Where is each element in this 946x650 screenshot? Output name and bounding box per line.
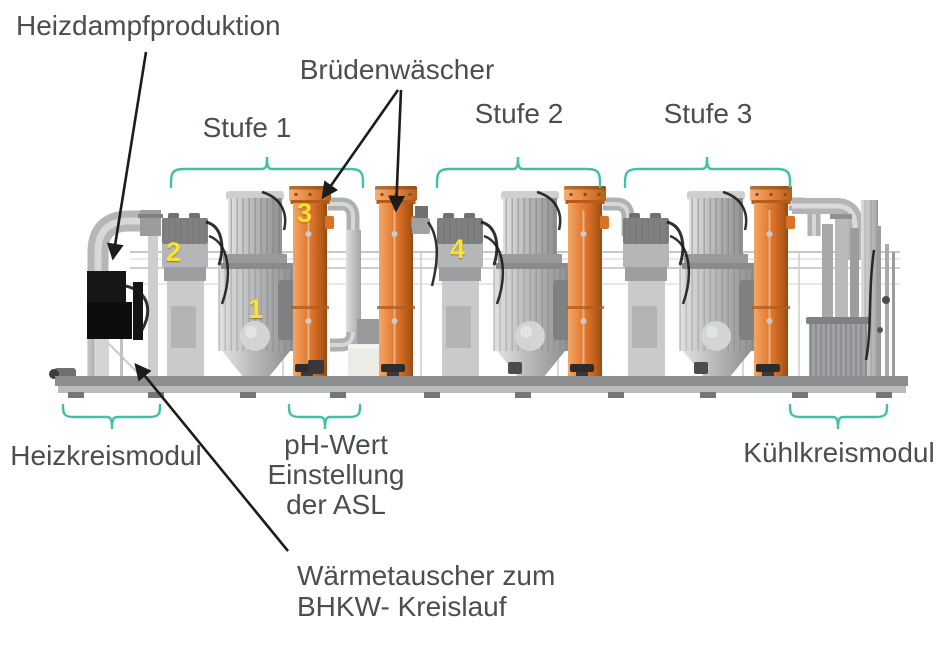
arrow-bruedenwaescher-2: [388, 89, 406, 213]
label-waermetauscher-line1: Wärmetauscher zum: [297, 560, 556, 591]
stage-2-equipment: [437, 186, 628, 383]
label-stufe-3: Stufe 3: [663, 98, 753, 129]
label-ph-einstellung: pH-Wert Einstellung der ASL: [236, 430, 436, 520]
callout-arrows: [106, 51, 406, 552]
vapour-scrubber-2: [375, 186, 439, 377]
label-ph-line1: pH-Wert: [284, 429, 388, 460]
label-heizdampfproduktion: Heizdampfproduktion: [16, 10, 281, 41]
label-heizkreismodul: Heizkreismodul: [10, 440, 202, 471]
brace-ph: [287, 403, 362, 430]
label-waermetauscher-line2: BHKW- Kreislauf: [297, 591, 507, 622]
label-bruedenwaescher: Brüdenwäscher: [299, 54, 495, 85]
marker-4: 4: [450, 234, 465, 264]
label-kuehlkreismodul: Kühlkreismodul: [743, 437, 935, 468]
brace-stufe-3: [623, 156, 792, 189]
arrow-waermetauscher: [134, 363, 290, 552]
steam-production-module: [49, 210, 163, 380]
arrow-heizdampfproduktion: [106, 51, 148, 261]
label-stufe-2: Stufe 2: [474, 98, 564, 129]
marker-1: 1: [248, 294, 263, 324]
ph-dosing-tank: [348, 344, 382, 377]
brace-heizkreismodul: [61, 403, 162, 430]
stage-1-equipment: [162, 186, 353, 383]
label-stufe-1: Stufe 1: [202, 112, 292, 143]
brace-stufe-2: [435, 156, 602, 189]
cooling-module: [792, 198, 895, 376]
marker-2: 2: [166, 237, 181, 267]
arrow-bruedenwaescher-1: [321, 89, 400, 200]
brace-kuehlkreismodul: [788, 403, 889, 430]
label-waermetauscher: Wärmetauscher zum BHKW- Kreislauf: [297, 560, 555, 622]
label-ph-line3: der ASL: [286, 489, 386, 520]
label-ph-line2: Einstellung: [267, 459, 405, 490]
stage-1-downpipe: [330, 230, 388, 352]
marker-3: 3: [297, 198, 312, 228]
brace-stufe-1: [169, 156, 365, 189]
base-skid: [55, 360, 908, 398]
stage-braces: [61, 156, 889, 430]
stage-3-equipment: [623, 186, 814, 383]
